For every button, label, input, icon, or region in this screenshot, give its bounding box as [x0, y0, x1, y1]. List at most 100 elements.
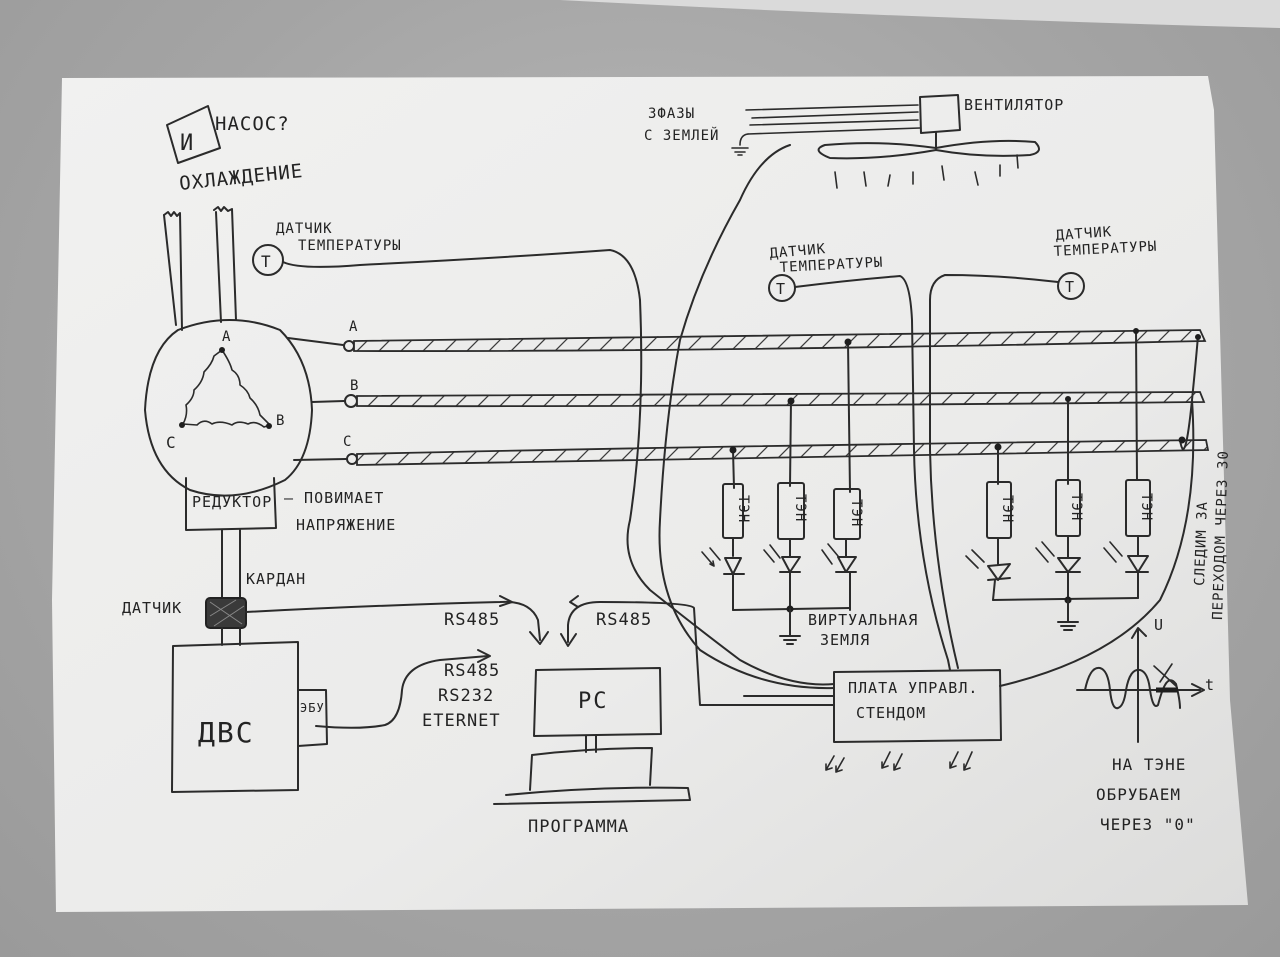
reducer-box	[185, 477, 277, 531]
heater-group-right: ТЭН ТЭН ТЭН	[965, 328, 1154, 631]
fan-blade	[817, 139, 1040, 160]
ecu-box	[297, 689, 328, 747]
virtual-ground-line1: ВИРТУАЛЬНАЯ	[808, 611, 918, 629]
svg-text:ТЕМПЕРАТУРЫ: ТЕМПЕРАТУРЫ	[298, 238, 402, 254]
optocoupler-led-icon	[1103, 535, 1149, 599]
pc-monitor	[533, 667, 662, 737]
engine-group: КАРДАН ДАТЧИК ДВС ЭБУ	[122, 529, 328, 793]
temp-sensor-icon	[768, 274, 796, 302]
ecu-link-label-2: RS232	[438, 686, 494, 706]
ecu-link-label-3: ETERNET	[422, 711, 501, 731]
generator-group: A B C	[144, 319, 313, 497]
reducer-note-line2: НАПРЯЖЕНИЕ	[296, 516, 396, 534]
temp-sensor-2: T ДАТЧИК ТЕМПЕРАТУРЫ	[768, 241, 951, 671]
svg-text:ДАТЧИК: ДАТЧИК	[276, 221, 333, 237]
shaft-sensor-label: ДАТЧИК	[122, 599, 182, 617]
communication-links: RS485 RS485 RS485 RS232 ETERNET	[245, 595, 715, 731]
paper-sheet	[52, 76, 1248, 912]
ecu-label: ЭБУ	[300, 701, 325, 715]
coolant-pipe-right	[213, 206, 237, 321]
line-a-label: A	[349, 319, 358, 335]
temp-sensor-2-wire	[794, 275, 951, 671]
svg-text:ТЭН: ТЭН	[848, 499, 864, 527]
optocoupler-led-icon	[701, 537, 745, 611]
airflow-lines	[834, 154, 1019, 189]
reducer-label: РЕДУКТОР	[192, 493, 272, 511]
sensor-rs485-label: RS485	[444, 610, 500, 630]
temp-sensor-1-wire	[282, 249, 835, 686]
svg-text:T: T	[776, 280, 786, 298]
virtual-ground-icon	[779, 608, 801, 645]
optocoupler-led-icon	[1035, 535, 1081, 601]
fan-power-wires	[745, 104, 921, 135]
fan-group: 3ФАЗЫ С ЗЕМЛЕЙ ВЕНТИЛЯТОР	[644, 94, 1064, 690]
pc-group: PC ПРОГРАММА	[493, 667, 691, 837]
control-board-group: ПЛАТА УПРАВЛ. СТЕНДОМ	[713, 669, 1002, 773]
temp-sensor-icon	[1057, 272, 1085, 300]
control-board-line1: ПЛАТА УПРАВЛ.	[848, 679, 978, 697]
temp-sensor-1: T ДАТЧИК ТЕМПЕРАТУРЫ	[252, 221, 835, 686]
temp-sensor-3-wire	[929, 274, 1059, 669]
fan-power-line1: 3ФАЗЫ	[648, 106, 695, 122]
cooling-box	[166, 105, 221, 164]
optocoupler-led-icon	[821, 538, 857, 611]
temp-sensor-3: T ДАТЧИК ТЕМПЕРАТУРЫ	[929, 224, 1158, 669]
zero-cross-waveform: U t НА ТЭНЕ ОБРУБАЕМ ЧЕРЕЗ "0"	[1076, 616, 1215, 834]
svg-text:ДАТЧИК: ДАТЧИК	[1055, 224, 1113, 244]
pc-caption: ПРОГРАММА	[528, 817, 629, 837]
line-c-label: C	[343, 434, 352, 450]
optocoupler-led-icon	[763, 538, 801, 611]
coolant-pipe-left	[163, 211, 183, 331]
axis-u-label: U	[1154, 616, 1164, 634]
optocoupler-led-icon	[965, 537, 1011, 601]
busbar-b	[356, 391, 1206, 408]
generator-phase-a: A	[222, 329, 231, 345]
svg-text:T: T	[1065, 278, 1075, 296]
heater-group-left: ТЭН ТЭН ТЭН ВИРТУАЛЬНАЯ ЗЕМЛЯ	[701, 338, 918, 649]
fan-power-line2: С ЗЕМЛЕЙ	[644, 126, 719, 144]
virtual-ground-line2: ЗЕМЛЯ	[820, 631, 870, 649]
control-board-line2: СТЕНДОМ	[856, 704, 926, 722]
cooling-box-letter: И	[180, 131, 195, 156]
waveform-note-line1: НА ТЭНЕ	[1112, 755, 1186, 774]
fan-control-wire	[658, 144, 835, 690]
output-arrows-icon	[825, 751, 973, 773]
ground-icon	[731, 133, 749, 156]
generator-circle	[144, 319, 313, 497]
board-rs485-label: RS485	[596, 610, 652, 630]
svg-text:ТЕМПЕРАТУРЫ: ТЕМПЕРАТУРЫ	[779, 255, 883, 276]
svg-text:T: T	[261, 252, 272, 271]
svg-text:ТЭН: ТЭН	[1138, 493, 1154, 521]
cardan-shaft	[221, 529, 241, 601]
generator-phase-c: C	[166, 433, 177, 452]
svg-text:ТЭН: ТЭН	[792, 494, 808, 522]
engine-box	[171, 641, 299, 793]
board-rs485-link	[567, 601, 715, 706]
pc-base	[529, 747, 653, 791]
svg-text:ТЭН: ТЭН	[735, 495, 751, 523]
delta-winding	[182, 349, 271, 428]
cross-mark	[1153, 663, 1177, 687]
u-axis	[1131, 627, 1147, 743]
axis-t-label: t	[1205, 676, 1215, 694]
reducer-note-line1: — ПОВИМАЕТ	[284, 489, 384, 507]
pc-desk	[493, 786, 691, 805]
side-note-line2: ПЕРЕХОДОМ ЧЕРЕЗ 30	[1210, 450, 1232, 620]
fan-motor	[919, 94, 961, 134]
svg-text:ДАТЧИК: ДАТЧИК	[769, 241, 827, 262]
cardan-label: КАРДАН	[246, 570, 306, 588]
control-board-box	[833, 669, 1002, 743]
background-sheet	[560, 0, 1280, 28]
side-note-line1: СЛЕДИМ ЗА	[1192, 501, 1211, 586]
ecu-link	[315, 655, 489, 729]
ground-icon	[1057, 599, 1079, 631]
sensor-rs485-link	[245, 600, 541, 641]
ecu-link-label-1: RS485	[444, 661, 500, 681]
reducer-group: РЕДУКТОР — ПОВИМАЕТ НАПРЯЖЕНИЕ	[185, 477, 396, 534]
fan-label: ВЕНТИЛЯТОР	[964, 96, 1064, 114]
pump-label: НАСОС?	[215, 113, 290, 135]
svg-text:ТЭН: ТЭН	[1068, 493, 1084, 521]
waveform-note-line2: ОБРУБАЕМ	[1096, 785, 1181, 804]
